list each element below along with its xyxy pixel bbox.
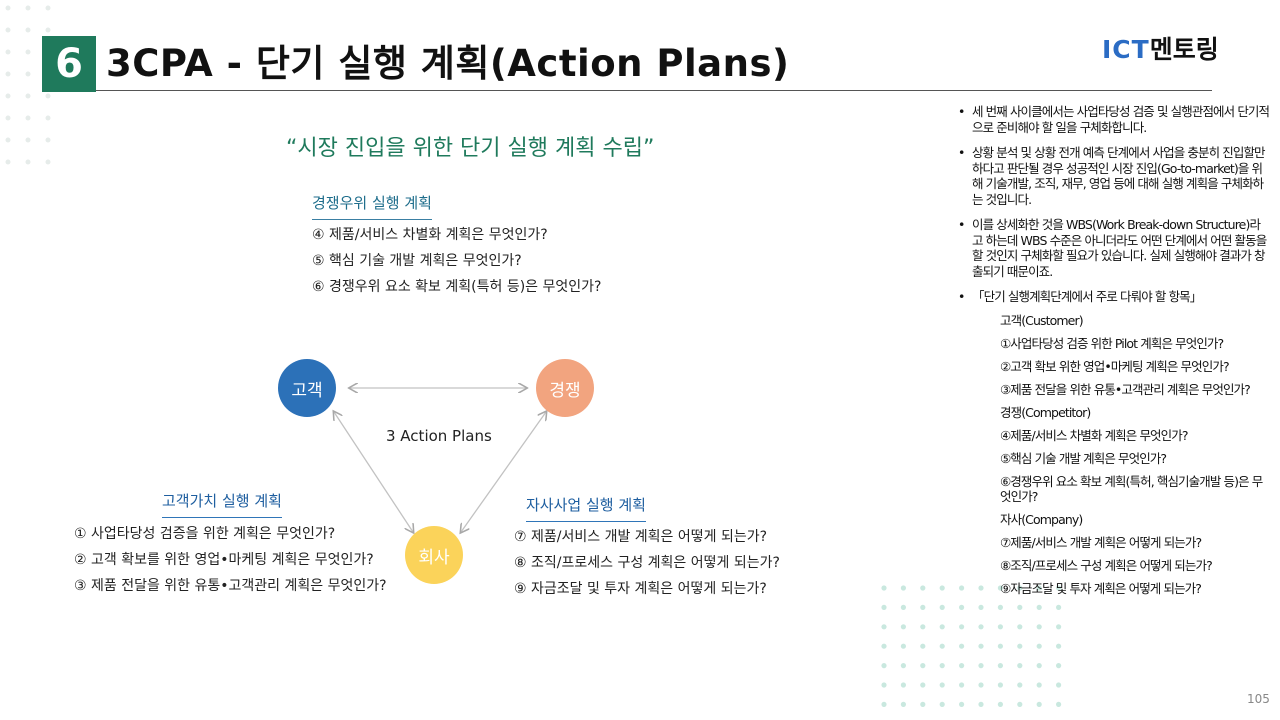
note-item: ⑧조직/프로세스 구성 계획은 어떻게 되는가? (1000, 557, 1213, 573)
note-bullet: 세 번째 사이클에서는 사업타당성 검증 및 실행관점에서 단기적으로 준비해야… (958, 104, 1270, 135)
note-item: 경쟁(Competitor) (1000, 404, 1091, 420)
note-item: ⑦제품/서비스 개발 계획은 어떻게 되는가? (1000, 534, 1202, 550)
page-number: 105 (1247, 692, 1270, 706)
note-item: ⑨자금조달 및 투자 계획은 어떻게 되는가? (1000, 580, 1202, 596)
note-bullet: 상황 분석 및 상황 전개 예측 단계에서 사업을 충분히 진입할만하다고 판단… (958, 145, 1270, 207)
competitor-circle: 경쟁 (536, 359, 594, 417)
list-item: ④ 제품/서비스 차별화 계획은 무엇인가? (312, 227, 548, 243)
competitor-section-title: 경쟁우위 실행 계획 (312, 192, 432, 220)
note-item: ⑤핵심 기술 개발 계획은 무엇인가? (1000, 450, 1167, 466)
note-item: 고객(Customer) (1000, 312, 1084, 328)
note-item: ⑥경쟁우위 요소 확보 계획(특허, 핵심기술개발 등)은 무엇인가? (1000, 473, 1263, 504)
list-item: ⑦ 제품/서비스 개발 계획은 어떻게 되는가? (514, 529, 768, 545)
decorative-dots-bottom-right (878, 582, 1078, 718)
page-title: 3CPA - 단기 실행 계획(Action Plans) (106, 42, 790, 85)
list-item: ⑧ 조직/프로세스 구성 계획은 어떻게 되는가? (514, 555, 780, 571)
note-item: ④제품/서비스 차별화 계획은 무엇인가? (1000, 427, 1188, 443)
section-number-badge: 6 (42, 36, 96, 92)
customer-circle: 고객 (278, 359, 336, 417)
arrow-customer-company (334, 412, 413, 532)
competitor-items: ④ 제품/서비스 차별화 계획은 무엇인가? ⑤ 핵심 기술 개발 계획은 무엇… (312, 222, 601, 300)
company-section-title: 자사사업 실행 계획 (526, 494, 646, 522)
title-divider (96, 90, 1212, 91)
list-item: ⑥ 경쟁우위 요소 확보 계획(특허 등)은 무엇인가? (312, 279, 602, 295)
note-item: 자사(Company) (1000, 511, 1083, 527)
logo-korean-text: 멘토링 (1149, 35, 1219, 64)
customer-section-title: 고객가치 실행 계획 (162, 490, 282, 518)
note-bullet: 이를 상세화한 것을 WBS(Work Break-down Structure… (958, 217, 1270, 279)
right-notes-panel: 세 번째 사이클에서는 사업타당성 검증 및 실행관점에서 단기적으로 준비해야… (958, 104, 1270, 604)
note-item: ②고객 확보 위한 영업•마케팅 계획은 무엇인가? (1000, 358, 1230, 374)
company-circle: 회사 (405, 526, 463, 584)
note-item: ③제품 전달을 위한 유통•고객관리 계획은 무엇인가? (1000, 381, 1251, 397)
logo-ict-text: ICT (1102, 35, 1150, 64)
action-plans-diagram (270, 350, 590, 570)
note-item: ①사업타당성 검증 위한 Pilot 계획은 무엇인가? (1000, 335, 1224, 351)
ict-mentoring-logo: ICT멘토링 (1102, 30, 1219, 66)
note-item-list: 고객(Customer) ①사업타당성 검증 위한 Pilot 계획은 무엇인가… (1000, 313, 1270, 596)
list-item: ② 고객 확보를 위한 영업•마케팅 계획은 무엇인가? (74, 552, 374, 568)
company-items: ⑦ 제품/서비스 개발 계획은 어떻게 되는가? ⑧ 조직/프로세스 구성 계획… (514, 524, 780, 602)
list-item: ① 사업타당성 검증을 위한 계획은 무엇인가? (74, 526, 336, 542)
arrow-competitor-company (461, 412, 546, 532)
diagram-center-label: 3 Action Plans (386, 427, 492, 445)
main-quote: “시장 진입을 위한 단기 실행 계획 수립” (286, 136, 655, 161)
list-item: ③ 제품 전달을 위한 유통•고객관리 계획은 무엇인가? (74, 578, 387, 594)
customer-items: ① 사업타당성 검증을 위한 계획은 무엇인가? ② 고객 확보를 위한 영업•… (74, 521, 387, 599)
list-item: ⑨ 자금조달 및 투자 계획은 어떻게 되는가? (514, 581, 767, 597)
note-bullet: 「단기 실행계획단계에서 주로 다뤄야 할 항목」 (958, 289, 1270, 305)
list-item: ⑤ 핵심 기술 개발 계획은 무엇인가? (312, 253, 522, 269)
